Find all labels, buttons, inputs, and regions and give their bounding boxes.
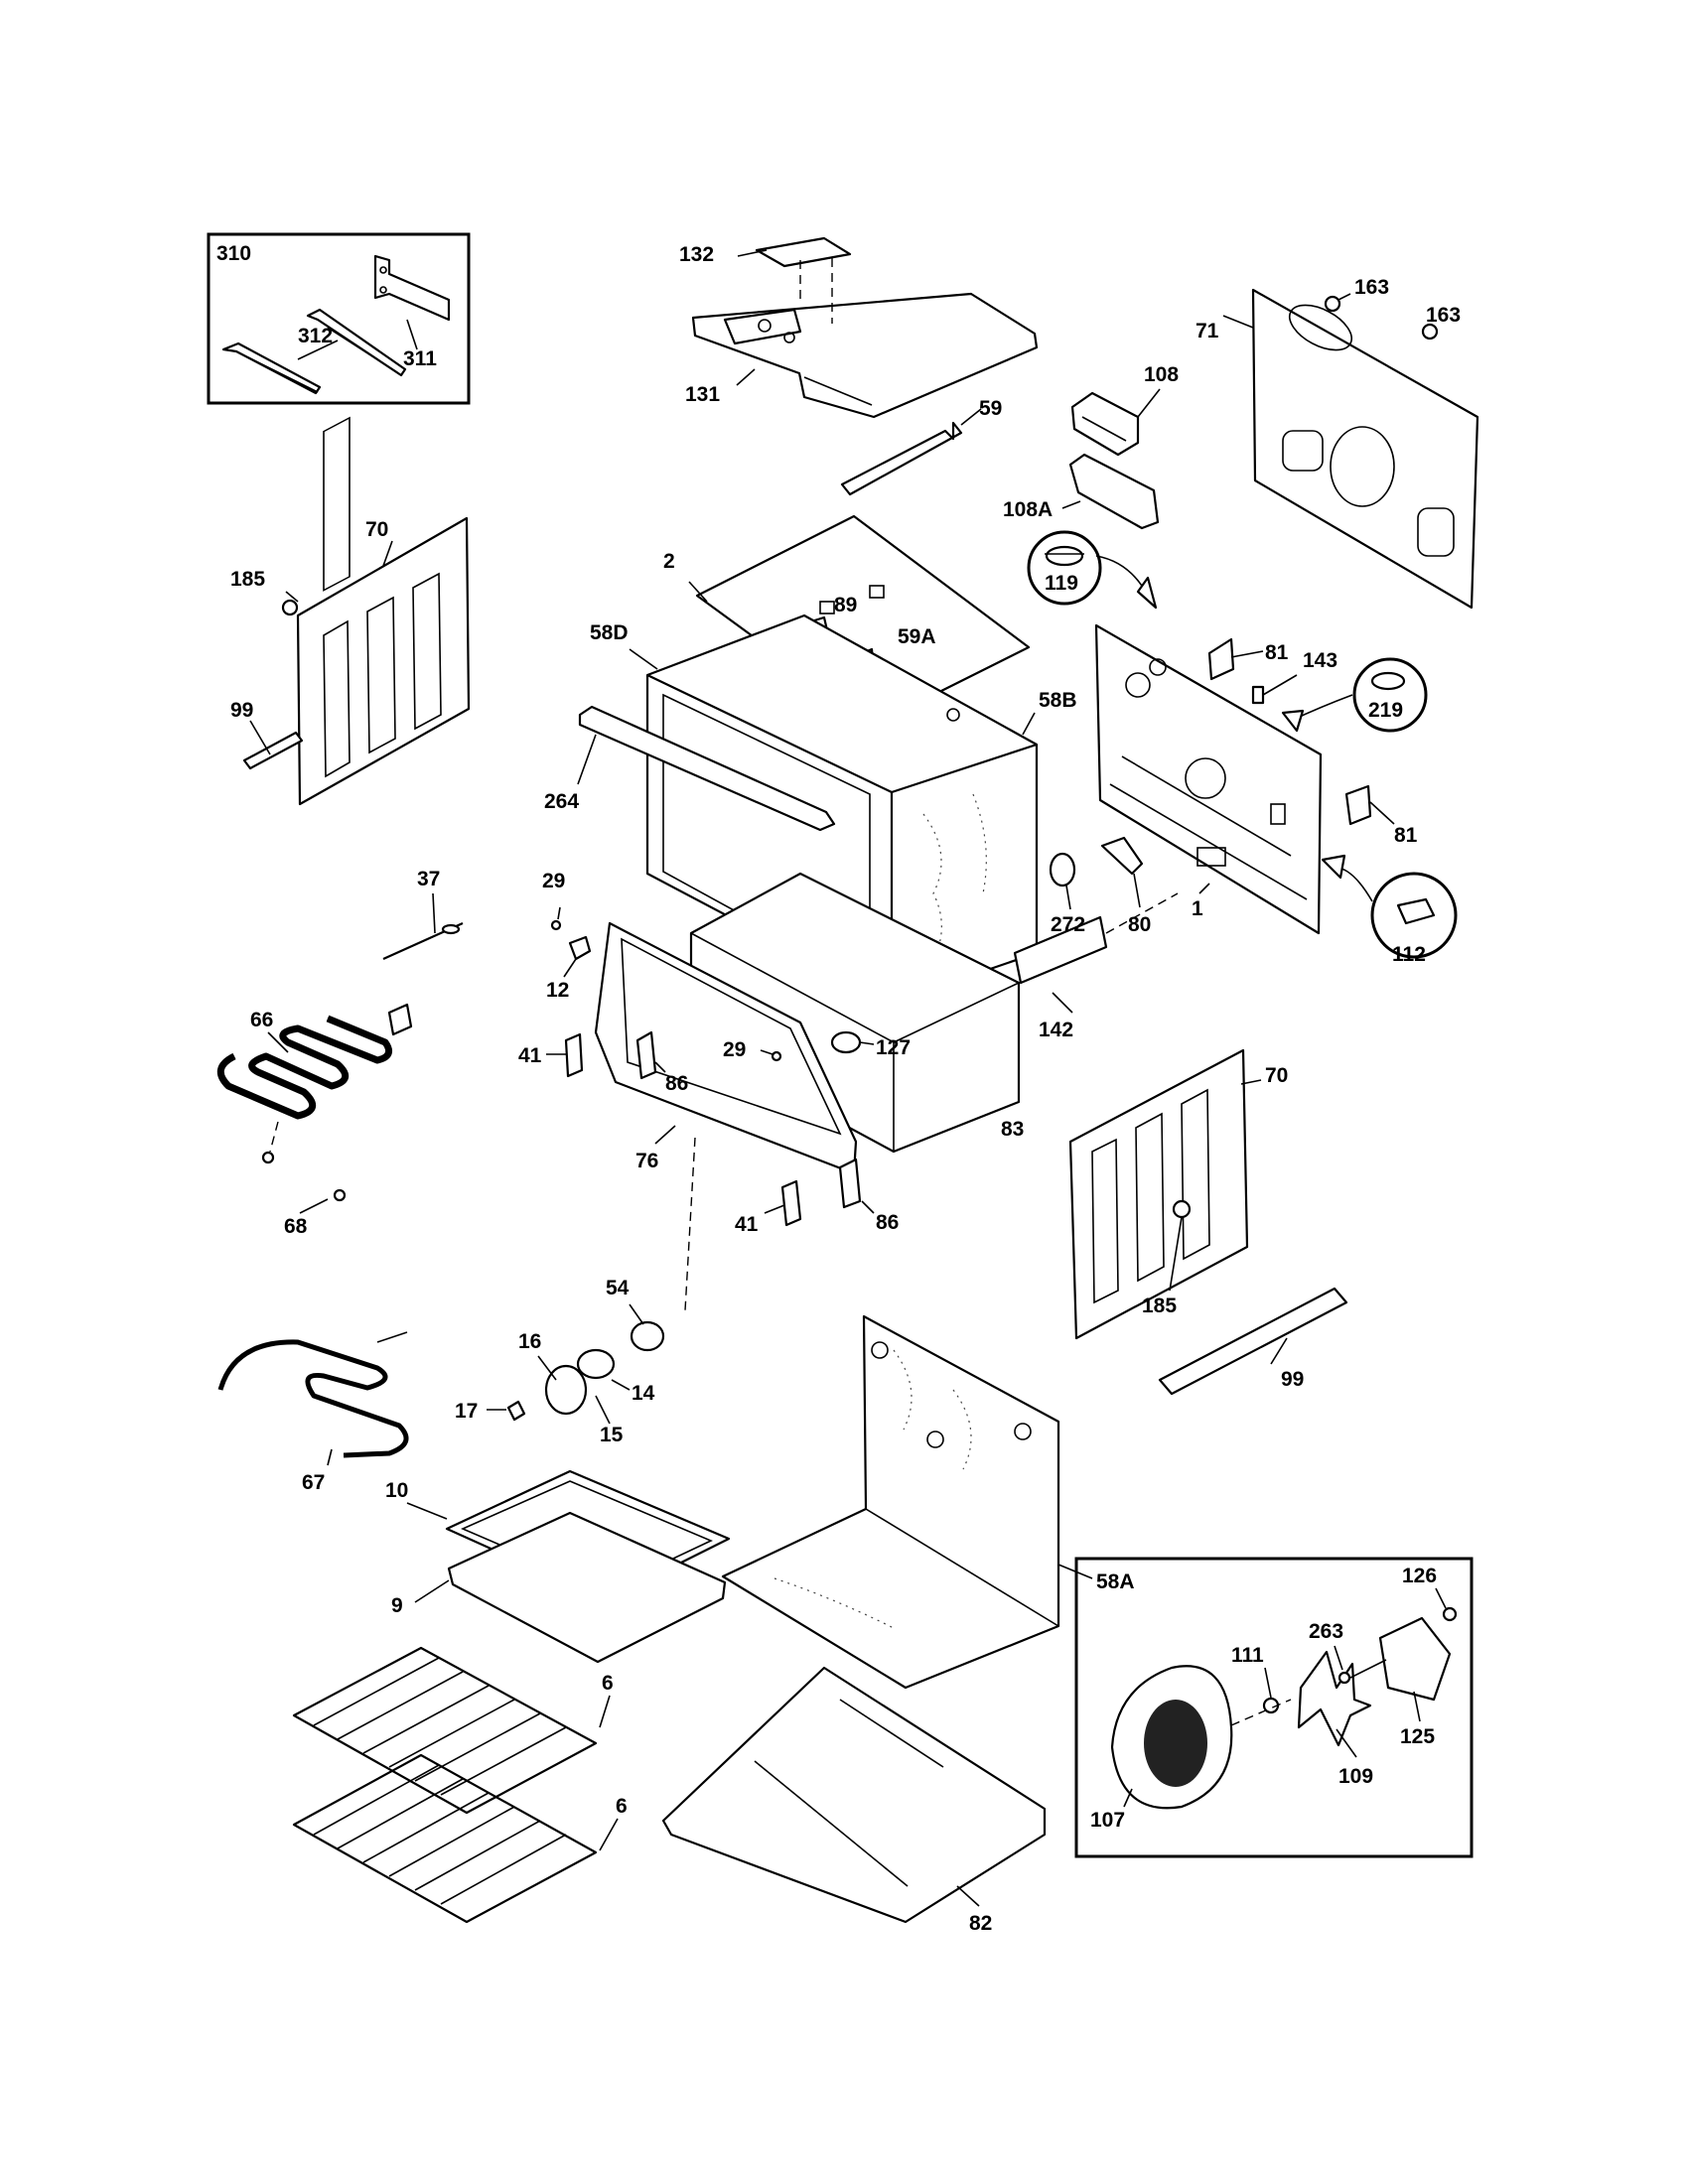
part-119-callout — [1027, 530, 1158, 610]
parts-108-108a — [1061, 388, 1161, 530]
label-1: 1 — [1192, 897, 1203, 920]
label-131: 131 — [685, 383, 720, 406]
label-76: 76 — [635, 1150, 658, 1172]
label-142: 142 — [1039, 1019, 1073, 1041]
label-272: 272 — [1051, 913, 1085, 936]
label-9: 9 — [391, 1594, 403, 1617]
label-163-b: 163 — [1426, 304, 1461, 327]
label-82: 82 — [969, 1912, 992, 1935]
label-119: 119 — [1045, 572, 1078, 595]
label-109: 109 — [1338, 1765, 1373, 1788]
label-311: 311 — [403, 347, 437, 370]
label-10: 10 — [385, 1479, 408, 1502]
bottom-panel-82 — [661, 1666, 1047, 1924]
bake-element-67 — [217, 1331, 409, 1466]
label-219: 219 — [1368, 699, 1403, 722]
label-108: 108 — [1144, 363, 1179, 386]
label-107: 107 — [1090, 1809, 1125, 1832]
label-41-b: 41 — [735, 1213, 759, 1236]
top-cover-assembly — [691, 236, 1039, 496]
label-125: 125 — [1400, 1725, 1435, 1748]
label-17: 17 — [455, 1400, 478, 1423]
label-108a: 108A — [1003, 498, 1053, 521]
label-67: 67 — [302, 1471, 325, 1494]
parts-272-80-142 — [1013, 836, 1179, 1014]
label-99-b: 99 — [1281, 1368, 1304, 1391]
label-70-b: 70 — [1265, 1064, 1288, 1087]
label-99-a: 99 — [230, 699, 253, 722]
label-111: 111 — [1231, 1644, 1264, 1667]
label-68: 68 — [284, 1215, 308, 1238]
side-panel-70-right — [1068, 1048, 1348, 1396]
parts-37-29-12 — [382, 892, 592, 978]
label-29-b: 29 — [723, 1038, 746, 1061]
label-58b: 58B — [1039, 689, 1077, 712]
label-58d: 58D — [590, 621, 629, 644]
label-86-b: 86 — [876, 1211, 899, 1234]
back-panel-71 — [1222, 288, 1479, 610]
label-83: 83 — [1001, 1118, 1024, 1141]
rail-264 — [577, 705, 836, 832]
label-66: 66 — [250, 1009, 273, 1031]
label-12: 12 — [546, 979, 569, 1002]
light-assembly — [487, 1303, 665, 1425]
rear-panel-1 — [1094, 623, 1323, 935]
label-185-a: 185 — [230, 568, 265, 591]
label-15: 15 — [600, 1424, 624, 1446]
label-143: 143 — [1303, 649, 1337, 672]
label-37: 37 — [417, 868, 440, 890]
label-14: 14 — [632, 1382, 655, 1405]
oven-racks-6 — [292, 1646, 619, 1924]
label-127: 127 — [876, 1036, 911, 1059]
label-59a: 59A — [898, 625, 936, 648]
label-41-a: 41 — [518, 1044, 542, 1067]
inset-box-310 — [207, 232, 471, 405]
label-2: 2 — [663, 550, 675, 573]
label-6-b: 6 — [616, 1795, 628, 1818]
callout-labels: 310 312 311 132 131 59 163 163 71 108 10… — [216, 242, 1461, 1935]
label-58a: 58A — [1096, 1570, 1135, 1593]
label-126: 126 — [1402, 1565, 1437, 1587]
label-89: 89 — [834, 594, 857, 616]
label-86-a: 86 — [665, 1072, 688, 1095]
fan-cover-grille — [1144, 1700, 1207, 1787]
liner-58a — [721, 1314, 1093, 1690]
label-263: 263 — [1309, 1620, 1343, 1643]
convection-fan-inset — [1074, 1557, 1474, 1858]
label-185-b: 185 — [1142, 1295, 1177, 1317]
label-59: 59 — [979, 397, 1002, 420]
broiler-pan-10-9 — [406, 1469, 731, 1664]
label-81-b: 81 — [1394, 824, 1418, 847]
label-81-a: 81 — [1265, 641, 1289, 664]
part-112-callout — [1321, 854, 1458, 959]
broil-element-66 — [216, 1003, 413, 1214]
label-132: 132 — [679, 243, 714, 266]
label-264: 264 — [544, 790, 579, 813]
side-panel-70-left — [242, 416, 471, 806]
label-112: 112 — [1392, 943, 1426, 966]
label-70-a: 70 — [365, 518, 388, 541]
label-163-a: 163 — [1354, 276, 1389, 299]
label-312: 312 — [298, 325, 333, 347]
parts-81-143-219 — [1207, 637, 1428, 826]
label-6-a: 6 — [602, 1672, 614, 1695]
label-16: 16 — [518, 1330, 541, 1353]
label-29-a: 29 — [542, 870, 565, 892]
label-71: 71 — [1196, 320, 1219, 342]
label-80: 80 — [1128, 913, 1151, 936]
door-frame-76 — [546, 921, 875, 1311]
label-54: 54 — [606, 1277, 630, 1299]
label-310: 310 — [216, 242, 251, 265]
